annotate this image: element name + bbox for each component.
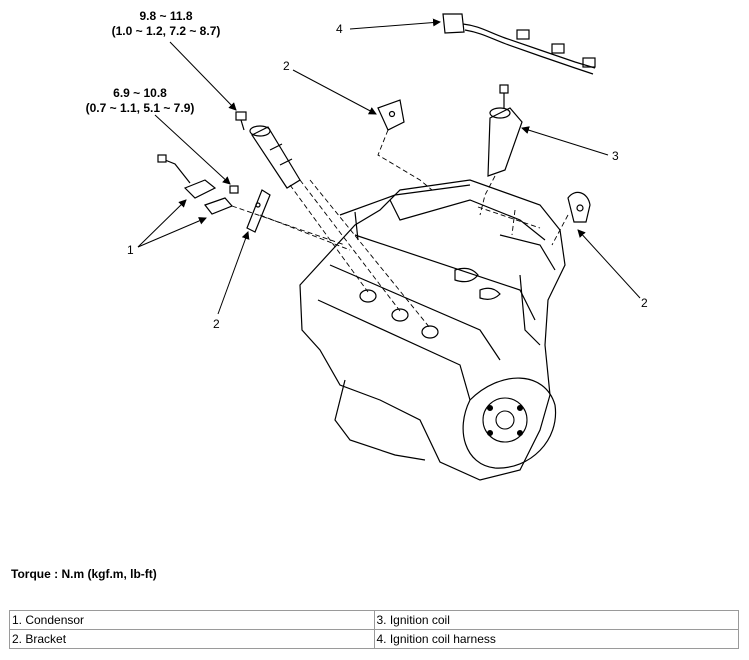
- torque-coil-nm: 9.8 ~ 11.8: [139, 9, 193, 23]
- ignition-coil-harness: [442, 13, 596, 75]
- bracket-bolt: [229, 185, 239, 194]
- parts-legend-table: 1. Condensor 3. Ignition coil 2. Bracket…: [9, 610, 739, 649]
- torque-coil-bolt: 9.8 ~ 11.8 (1.0 ~ 1.2, 7.2 ~ 8.7): [104, 9, 228, 39]
- legend-cell: 2. Bracket: [9, 629, 375, 649]
- bracket-right: [567, 191, 591, 223]
- coil-bolt: [235, 111, 247, 131]
- engine-block: [299, 179, 566, 481]
- table-row: 1. Condensor 3. Ignition coil: [9, 610, 739, 630]
- table-row: 2. Bracket 4. Ignition coil harness: [9, 629, 739, 649]
- torque-bracket-nm: 6.9 ~ 10.8: [113, 86, 167, 100]
- ignition-coil-right: [487, 84, 523, 177]
- legend-cell: 1. Condensor: [9, 610, 375, 630]
- callout-left-bracket: 2: [213, 317, 220, 331]
- ignition-coil-left: [249, 125, 301, 189]
- spark-plug-wells: [359, 289, 439, 339]
- callout-harness: 4: [336, 22, 343, 36]
- bracket-top: [377, 99, 405, 131]
- torque-bracket-alt: (0.7 ~ 1.1, 5.1 ~ 7.9): [85, 101, 195, 115]
- legend-cell: 4. Ignition coil harness: [373, 629, 739, 649]
- callout-arrows: [137, 18, 641, 315]
- torque-bracket-bolt: 6.9 ~ 10.8 (0.7 ~ 1.1, 5.1 ~ 7.9): [78, 86, 202, 116]
- flywheel: [482, 397, 528, 443]
- condensor: [157, 154, 234, 215]
- torque-units-note: Torque : N.m (kgf.m, lb-ft): [11, 567, 157, 581]
- assembly-lines: [231, 129, 569, 329]
- callout-condensor: 1: [127, 243, 134, 257]
- callout-top-bracket: 2: [283, 59, 290, 73]
- torque-coil-alt: (1.0 ~ 1.2, 7.2 ~ 8.7): [111, 24, 221, 38]
- callout-right-bracket: 2: [641, 296, 648, 310]
- bracket-left: [246, 189, 271, 233]
- callout-coil: 3: [612, 149, 619, 163]
- legend-cell: 3. Ignition coil: [373, 610, 739, 630]
- engine-ignition-diagram: [137, 13, 641, 481]
